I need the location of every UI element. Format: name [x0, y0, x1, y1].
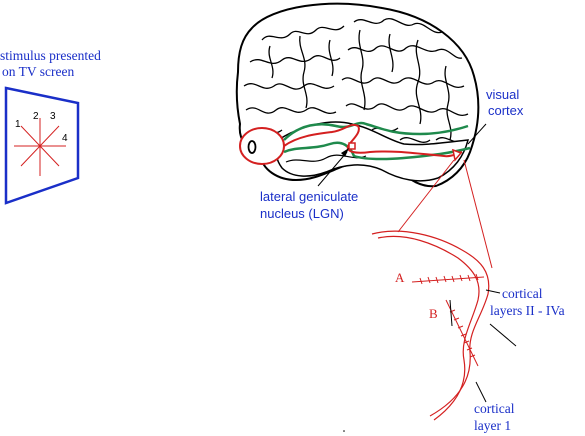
optic-pathway — [283, 121, 471, 162]
stimulus-caption-line1: stimulus presented — [0, 48, 101, 63]
stimulus-number-4: 4 — [62, 133, 68, 144]
pathway-red-inner — [283, 123, 463, 158]
cortical-layer1-label-line1: cortical — [474, 401, 515, 416]
lgn-label-line2: nucleus (LGN) — [260, 206, 344, 221]
eyeball — [239, 127, 285, 165]
stimulus-star — [14, 118, 66, 176]
cortex-surface-2 — [377, 235, 480, 421]
zoom-lines — [397, 159, 493, 269]
lgn-pointer — [317, 148, 349, 187]
cortical-layer1-label-line2: layer 1 — [474, 418, 511, 433]
visual-cortex-label-line1: visual — [486, 87, 519, 102]
eye — [239, 127, 285, 165]
electrode-a-track — [411, 273, 485, 285]
cortex-marker — [451, 148, 463, 162]
visual-cortex-label-line2: cortex — [488, 103, 524, 118]
electrode-b-label: B — [429, 306, 438, 321]
temporal-sulcus — [285, 154, 367, 163]
tv-screen: 1 2 3 4 — [4, 86, 80, 205]
visual-cortex-leader — [467, 123, 487, 145]
stimulus-number-3: 3 — [50, 111, 56, 122]
stimulus-caption-line2: on TV screen — [2, 64, 74, 79]
cortex-surface-1 — [371, 230, 490, 417]
cortical-section — [371, 230, 490, 421]
cortical-layers-leaders — [485, 289, 517, 347]
stimulus-number-2: 2 — [33, 111, 39, 122]
electrode-b-stub — [449, 299, 453, 327]
layer1-leader — [475, 381, 487, 403]
screen-outline — [4, 86, 80, 205]
pathway-green-outer — [283, 121, 471, 161]
stimulus-number-1: 1 — [15, 119, 21, 130]
lgn-label-line1: lateral geniculate — [260, 189, 358, 204]
cortical-layers-label-line2: layers II - IVa — [490, 303, 565, 318]
lgn-marker — [348, 142, 356, 150]
pupil — [247, 140, 257, 154]
electrode-a-label: A — [395, 270, 405, 285]
bottom-dot — [343, 430, 345, 432]
cortical-layers-label-line1: cortical — [502, 286, 543, 301]
